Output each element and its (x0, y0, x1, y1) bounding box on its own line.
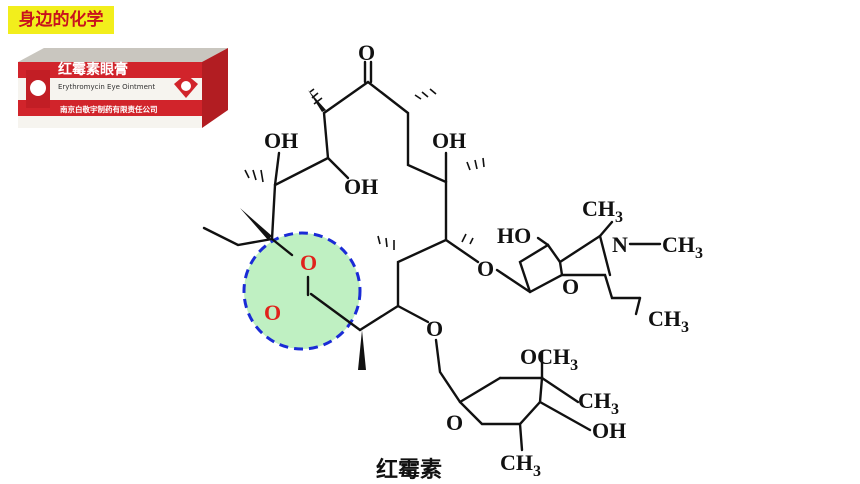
sugar1-nitrogen: N (612, 232, 628, 257)
sugar1-methyl-bottom: CH3 (648, 306, 689, 336)
sugar1-methyl-top: CH3 (582, 196, 623, 226)
box-maker: 南京白敬宇制药有限责任公司 (60, 104, 158, 114)
ointment-box-image: 红霉素眼膏 Erythromycin Eye Ointment 南京白敬宇制药有… (18, 48, 228, 128)
sugar2-methyl: CH3 (578, 388, 619, 418)
glycoside-oxygen-lower: O (426, 316, 443, 341)
sugar1-ring-oxygen: O (562, 274, 579, 299)
sugar1-methyl-n: CH3 (662, 232, 703, 262)
sugar2-methoxy: OCH3 (520, 344, 578, 374)
ketone-oxygen: O (358, 40, 375, 65)
hydroxyl-right: OH (432, 128, 466, 153)
topic-badge: 身边的化学 (8, 6, 114, 34)
sugar2-ring-oxygen: O (446, 410, 463, 435)
box-subtitle: Erythromycin Eye Ointment (58, 83, 155, 91)
hydroxyl-left-mid: OH (344, 174, 378, 199)
sugar2-hydroxyl: OH (592, 418, 626, 443)
sugar1-hydroxyl: HO (497, 223, 531, 248)
ester-carbonyl-oxygen: O (264, 300, 281, 325)
box-title: 红霉素眼膏 (58, 61, 128, 78)
sugar2-methyl-bottom: CH3 (500, 450, 541, 480)
ester-highlight-circle (242, 231, 362, 351)
glycoside-oxygen-right: O (477, 256, 494, 281)
compound-name: 红霉素 (375, 458, 442, 483)
ester-ring-oxygen: O (300, 250, 317, 275)
hydroxyl-upper-left: OH (264, 128, 298, 153)
